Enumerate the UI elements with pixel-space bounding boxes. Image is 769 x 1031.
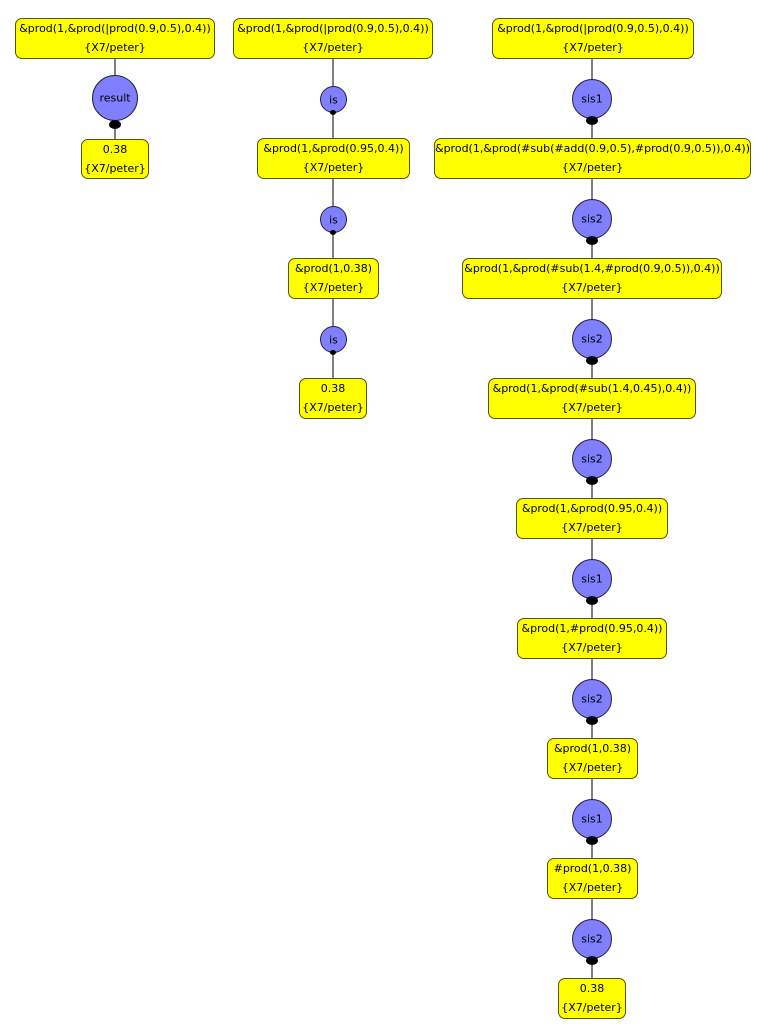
rule-node[interactable]: is [320,206,347,233]
term-substitution: {X7/peter} [561,521,623,534]
rule-label: sis2 [581,212,603,226]
term-node[interactable]: &prod(1,&prod(#sub(1.4,#prod(0.9,0.5)),0… [462,258,722,299]
term-substitution: {X7/peter} [561,1001,623,1014]
term-substitution: {X7/peter} [302,161,365,174]
term-expression: &prod(1,&prod(#sub(1.4,#prod(0.9,0.5)),0… [464,262,720,275]
rule-port [586,236,598,245]
term-node[interactable]: &prod(1,0.38) {X7/peter} [288,258,379,299]
term-expression: &prod(1,&prod(#sub(1.4,0.45),0.4)) [492,382,692,395]
rule-label: sis1 [581,92,603,106]
term-expression: &prod(1,&prod(|prod(0.9,0.5),0.4)) [19,22,211,35]
rule-label: is [329,93,338,106]
rule-port [109,120,121,129]
term-substitution: {X7/peter} [302,281,365,294]
term-expression: &prod(1,&prod(|prod(0.9,0.5),0.4)) [237,22,429,35]
term-node[interactable]: &prod(1,&prod(|prod(0.9,0.5),0.4)) {X7/p… [15,18,215,59]
rule-label: result [99,91,131,105]
rule-label: sis2 [581,932,603,946]
term-node[interactable]: &prod(1,&prod(0.95,0.4)) {X7/peter} [516,498,668,539]
term-substitution: {X7/peter} [561,161,624,174]
rule-node[interactable]: sis2 [572,679,612,719]
rule-port [330,350,336,355]
rule-node[interactable]: sis2 [572,439,612,479]
term-substitution: {X7/peter} [561,761,624,774]
rule-node[interactable]: sis1 [572,79,612,119]
rule-port [586,356,598,365]
term-expression: 0.38 [579,982,605,995]
rule-node[interactable]: sis1 [572,799,612,839]
rule-label: sis2 [581,692,603,706]
term-node[interactable]: &prod(1,&prod(#sub(#add(0.9,0.5),#prod(0… [434,138,751,179]
rule-port [586,476,598,485]
term-substitution: {X7/peter} [302,401,364,414]
rule-label: is [329,333,338,346]
term-node[interactable]: 0.38 {X7/peter} [558,978,626,1019]
term-expression: 0.38 [320,382,346,395]
rule-port [586,596,598,605]
term-expression: &prod(1,&prod(0.95,0.4)) [263,142,404,155]
rule-port [330,230,336,235]
rule-port [586,956,598,965]
rule-label: sis2 [581,452,603,466]
rule-label: sis1 [581,572,603,586]
rule-node[interactable]: result [92,75,138,121]
term-node[interactable]: &prod(1,0.38) {X7/peter} [547,738,638,779]
term-expression: &prod(1,&prod(0.95,0.4)) [521,502,663,515]
rule-label: sis1 [581,812,603,826]
term-node[interactable]: &prod(1,&prod(|prod(0.9,0.5),0.4)) {X7/p… [233,18,433,59]
term-node[interactable]: &prod(1,&prod(#sub(1.4,0.45),0.4)) {X7/p… [488,378,696,419]
term-node[interactable]: 0.38 {X7/peter} [299,378,367,419]
rule-node[interactable]: sis2 [572,919,612,959]
term-node[interactable]: #prod(1,0.38) {X7/peter} [547,858,638,899]
term-expression: &prod(1,&prod(|prod(0.9,0.5),0.4)) [497,22,689,35]
rule-port [586,116,598,125]
term-expression: &prod(1,&prod(#sub(#add(0.9,0.5),#prod(0… [435,142,750,155]
term-substitution: {X7/peter} [302,41,364,54]
term-expression: &prod(1,#prod(0.95,0.4)) [521,622,663,635]
rule-node[interactable]: sis2 [572,319,612,359]
term-expression: &prod(1,0.38) [294,262,373,275]
term-substitution: {X7/peter} [562,41,624,54]
rule-node[interactable]: is [320,86,347,113]
rule-label: is [329,213,338,226]
rule-port [586,716,598,725]
term-node[interactable]: &prod(1,&prod(|prod(0.9,0.5),0.4)) {X7/p… [492,18,694,59]
rule-label: sis2 [581,332,603,346]
rule-node[interactable]: is [320,326,347,353]
term-substitution: {X7/peter} [84,41,146,54]
rule-port [586,836,598,845]
rule-node[interactable]: sis2 [572,199,612,239]
rule-node[interactable]: sis1 [572,559,612,599]
rule-port [330,110,336,115]
term-substitution: {X7/peter} [561,881,624,894]
term-node[interactable]: 0.38 {X7/peter} [81,139,149,179]
term-substitution: {X7/peter} [561,281,623,294]
term-substitution: {X7/peter} [561,401,623,414]
term-substitution: {X7/peter} [84,162,146,175]
term-expression: #prod(1,0.38) [553,862,632,875]
term-expression: &prod(1,0.38) [553,742,632,755]
term-node[interactable]: &prod(1,#prod(0.95,0.4)) {X7/peter} [517,618,667,659]
term-node[interactable]: &prod(1,&prod(0.95,0.4)) {X7/peter} [257,138,410,179]
term-expression: 0.38 [102,143,128,156]
term-substitution: {X7/peter} [561,641,623,654]
